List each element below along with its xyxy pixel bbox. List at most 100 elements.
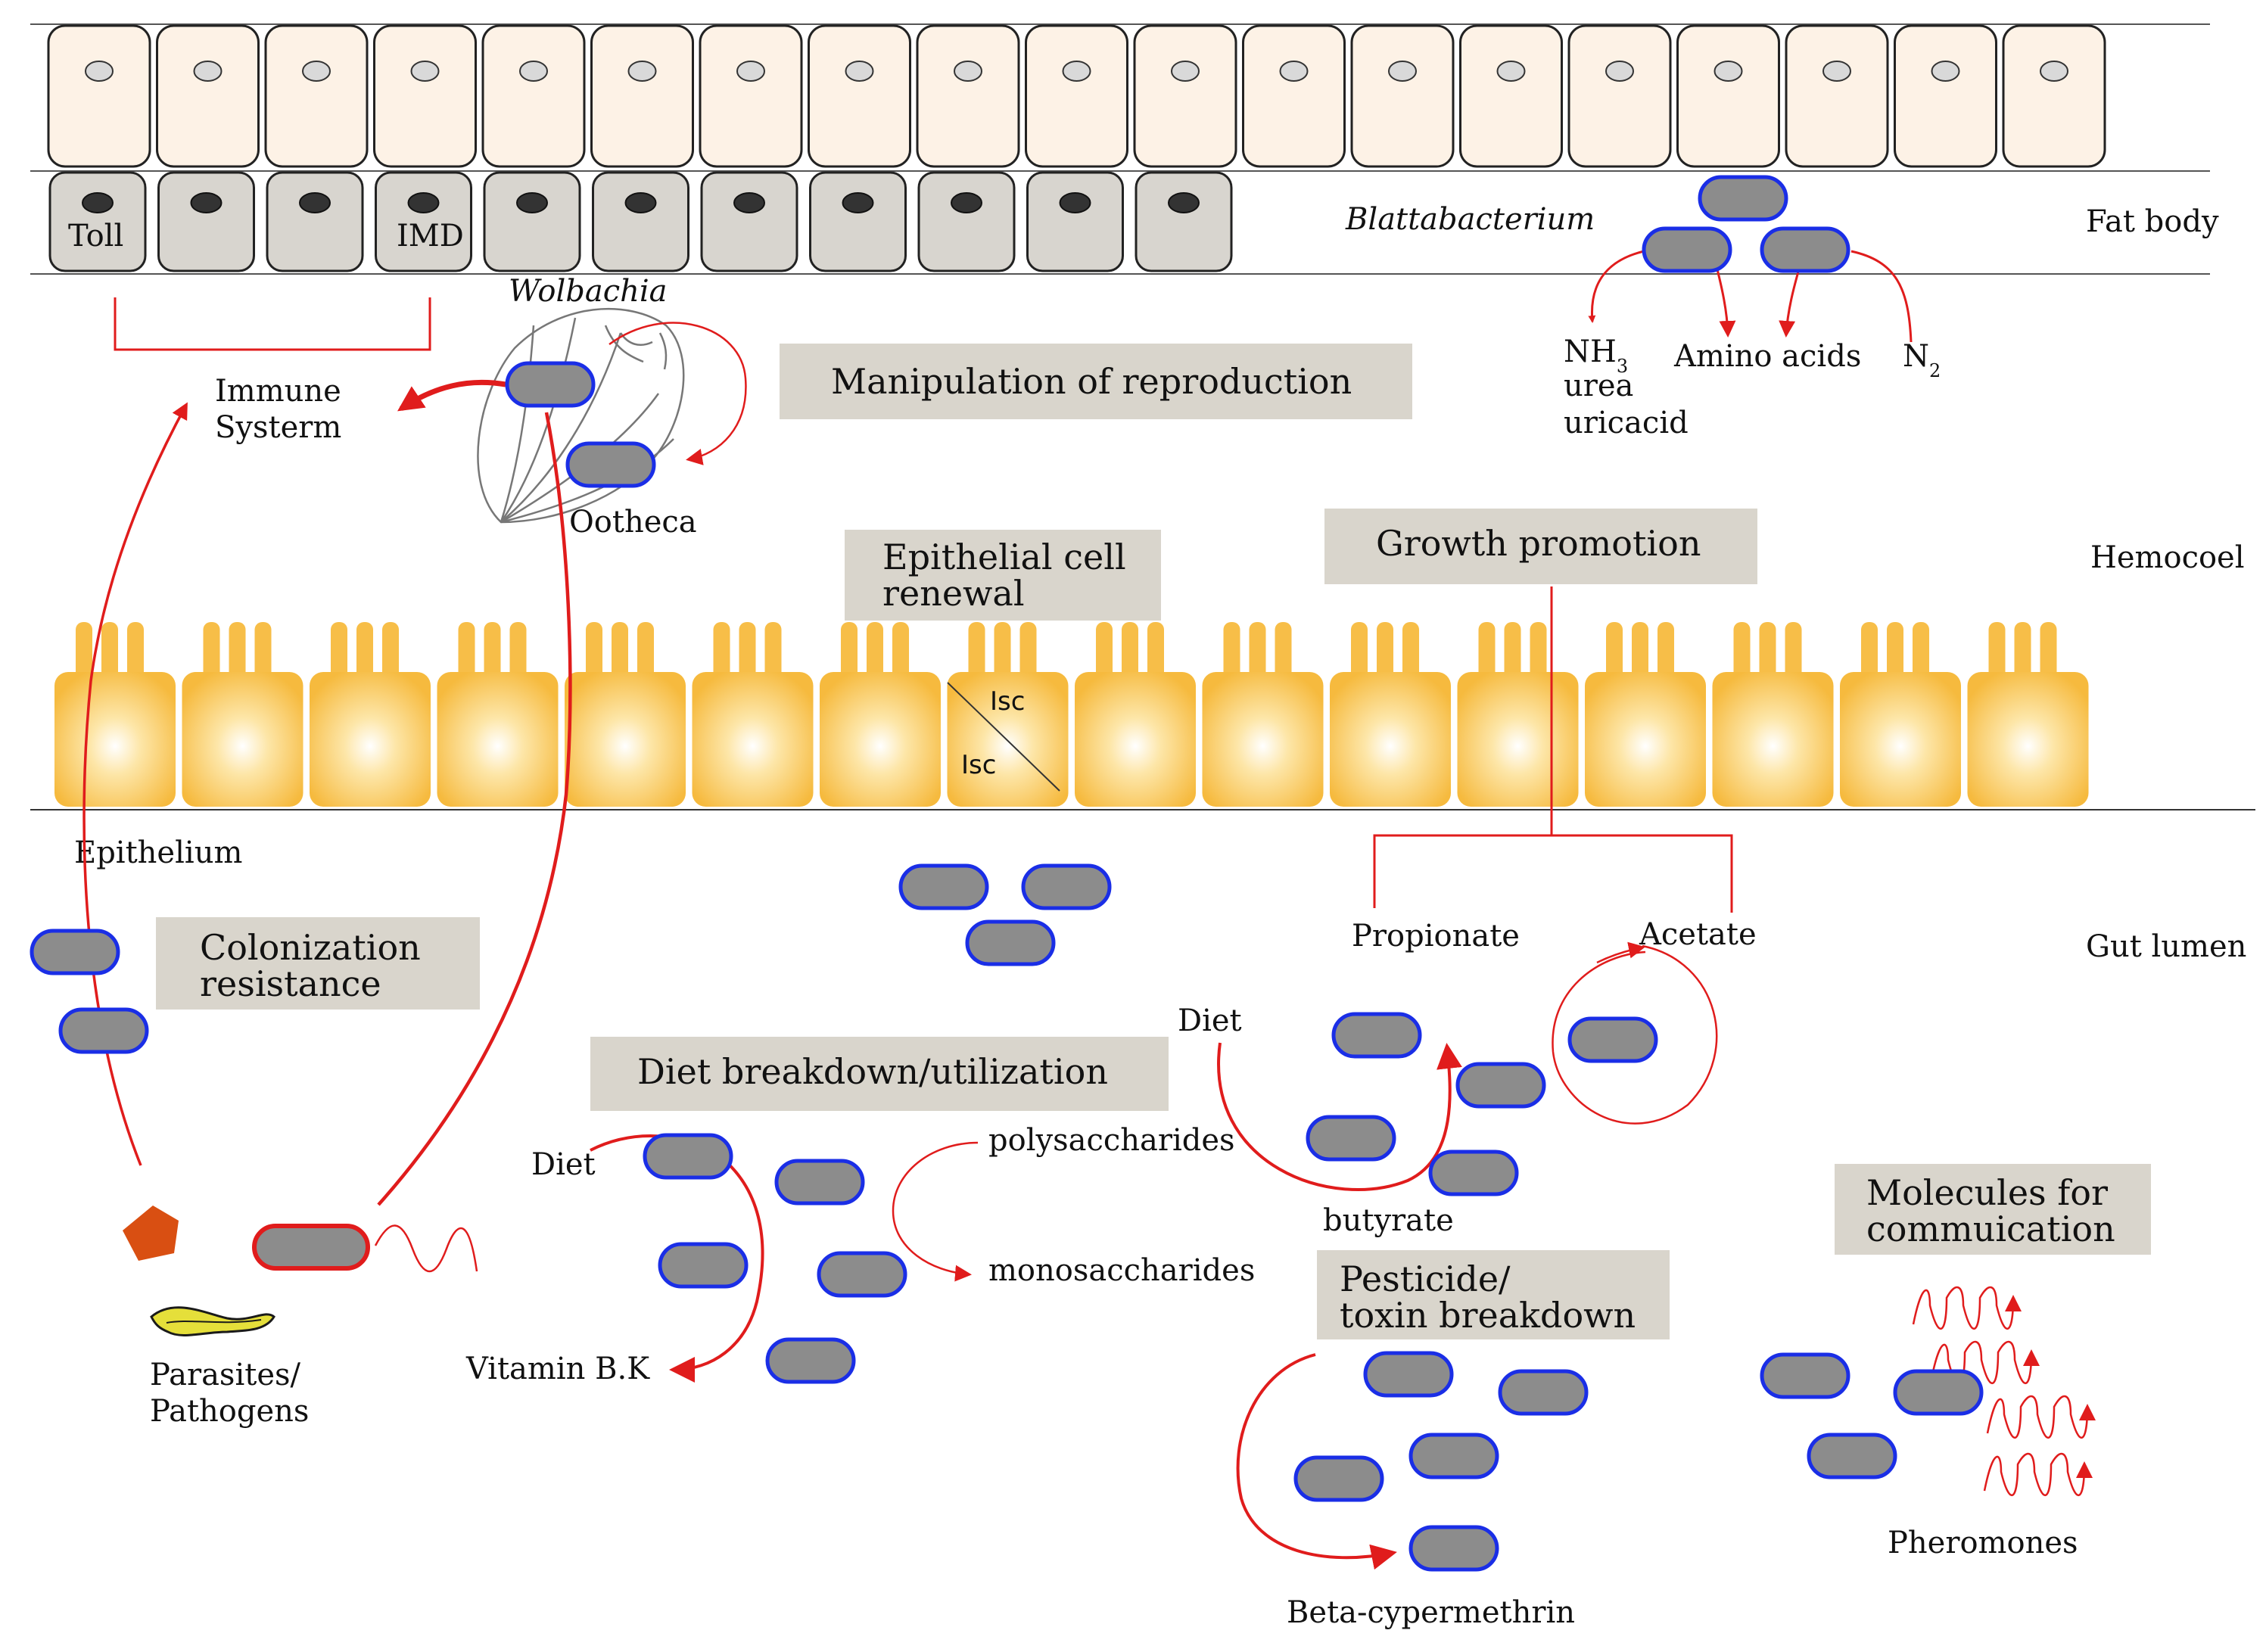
fat-body-cell — [1242, 24, 1346, 168]
svg-text:toxin breakdown: toxin breakdown — [1340, 1295, 1636, 1336]
bacterium — [774, 1159, 865, 1206]
intestinal-stem-cell: Isc Isc — [947, 682, 1060, 792]
fat-body-cell — [156, 24, 260, 168]
bacteria-layer — [30, 175, 1984, 1572]
svg-text:Epithelial cell: Epithelial cell — [882, 537, 1126, 577]
acetate-label: Acetate — [1639, 917, 1757, 952]
svg-text:Isc: Isc — [990, 686, 1025, 717]
svg-text:resistance: resistance — [200, 963, 381, 1004]
beta-cypermethrin-label: Beta-cypermethrin — [1287, 1595, 1575, 1630]
bacterium — [1428, 1150, 1519, 1196]
butyrate-arrow — [1217, 1042, 1462, 1191]
svg-text:Isc: Isc — [961, 750, 996, 780]
ootheca-label: Ootheca — [569, 505, 697, 540]
fat-body-cell — [916, 24, 1020, 168]
fat-body-upper-cells — [47, 24, 2106, 168]
fat-body-cell — [264, 24, 369, 168]
pheromone-wave — [1983, 1453, 2093, 1497]
fat-body-cell — [1350, 24, 1455, 168]
acetate-cycle-head — [1596, 941, 1645, 964]
polysaccharide-arrow — [892, 1141, 979, 1282]
fat-body-cell — [699, 24, 803, 168]
pheromone-wave — [1912, 1286, 2022, 1330]
wolbachia-transmission-loop — [609, 322, 747, 465]
beta-cypermethrin-arrow — [1236, 1353, 1397, 1570]
fat-body-bacteriocyte — [1026, 171, 1124, 272]
acetate-cycle-arrow — [1552, 944, 1718, 1125]
svg-text:renewal: renewal — [882, 573, 1025, 614]
colonization-resistance-box: Colonization resistance — [156, 917, 480, 1010]
fat-body-cell — [47, 24, 151, 168]
toll-imd-bracket — [114, 297, 431, 351]
bacterium — [658, 1242, 749, 1289]
pathogen-pentagon-icon — [123, 1206, 179, 1261]
fat-body-bacteriocyte — [157, 171, 255, 272]
uricacid-label: uricacid — [1564, 406, 1689, 440]
hemocoel-layer-label: Hemocoel — [2090, 540, 2245, 575]
bacterium — [565, 441, 656, 488]
nh3-arrow — [1588, 250, 1645, 323]
epithelial-cell — [692, 622, 814, 807]
fat-body-bacteriocyte — [1135, 171, 1233, 272]
svg-text:Diet breakdown/utilization: Diet breakdown/utilization — [637, 1051, 1108, 1092]
imd-label: IMD — [397, 219, 464, 254]
vitamin-label: Vitamin B.K — [465, 1352, 650, 1386]
amino-acids-label: Amino acids — [1673, 339, 1861, 374]
epithelial-cell — [437, 622, 559, 807]
fat-body-lower-cells — [48, 171, 1233, 272]
pheromone-waves — [1912, 1286, 2096, 1497]
n2-label: N2 — [1903, 339, 1941, 381]
fat-body-bacteriocyte — [700, 171, 798, 272]
epithelial-cell — [182, 622, 303, 807]
fat-body-cell — [1894, 24, 1997, 168]
pathogenic-bacterium — [252, 1224, 370, 1271]
bacterium — [765, 1337, 856, 1384]
bacterium — [1408, 1525, 1499, 1572]
bacterium — [1642, 226, 1732, 273]
fat-body-cell — [1025, 24, 1128, 168]
pathogen-flagellum — [374, 1224, 478, 1273]
pheromones-label: Pheromones — [1888, 1526, 2078, 1560]
polysaccharides-label: polysaccharides — [988, 1123, 1235, 1158]
bacterium — [1807, 1433, 1897, 1479]
bacterium — [1455, 1062, 1546, 1109]
bacterium — [1760, 1352, 1850, 1399]
epithelial-cell-renewal-box: Epithelial cell renewal — [845, 530, 1161, 621]
nh3-label: NH3 — [1564, 334, 1628, 377]
fat-body-cell — [481, 24, 586, 168]
wolbachia-label: Wolbachia — [509, 274, 668, 309]
bacterium — [1498, 1369, 1589, 1416]
ootheca-icon — [477, 308, 685, 524]
manipulation-of-reproduction-box: Manipulation of reproduction — [780, 344, 1412, 419]
propionate-label: Propionate — [1352, 919, 1520, 954]
bacterium — [1306, 1115, 1396, 1162]
fat-body-bacteriocyte — [917, 171, 1016, 272]
fat-body-cell — [1676, 24, 1780, 168]
fat-body-layer-label: Fat body — [2086, 204, 2219, 239]
molecules-for-communication-box: Molecules for commuication — [1835, 1164, 2151, 1255]
epithelial-cell — [565, 622, 686, 807]
fat-body-bacteriocyte — [375, 171, 472, 272]
pheromone-wave — [1986, 1395, 2096, 1439]
bacterium — [1331, 1012, 1422, 1059]
epithelial-cell — [1840, 622, 1961, 807]
bacterium — [1893, 1369, 1984, 1416]
immune-system-line2: Systerm — [215, 410, 341, 445]
epithelial-cell — [820, 622, 941, 807]
monosaccharides-label: monosaccharides — [988, 1253, 1255, 1288]
svg-text:Growth promotion: Growth promotion — [1376, 523, 1701, 564]
toll-label: Toll — [68, 219, 123, 254]
bacterium — [965, 919, 1056, 966]
bacterium — [1760, 226, 1850, 273]
butyrate-label: butyrate — [1323, 1203, 1454, 1238]
fat-body-cell — [1567, 24, 1672, 168]
fat-body-cell — [373, 24, 477, 168]
bacterium — [58, 1007, 149, 1054]
bacterium — [505, 361, 596, 408]
svg-text:Molecules for: Molecules for — [1866, 1172, 2108, 1213]
fat-body-bacteriocyte — [483, 171, 581, 272]
growth-diet-label: Diet — [1178, 1003, 1242, 1038]
fat-body-cell — [1459, 24, 1563, 168]
epithelial-cell — [1330, 622, 1451, 807]
